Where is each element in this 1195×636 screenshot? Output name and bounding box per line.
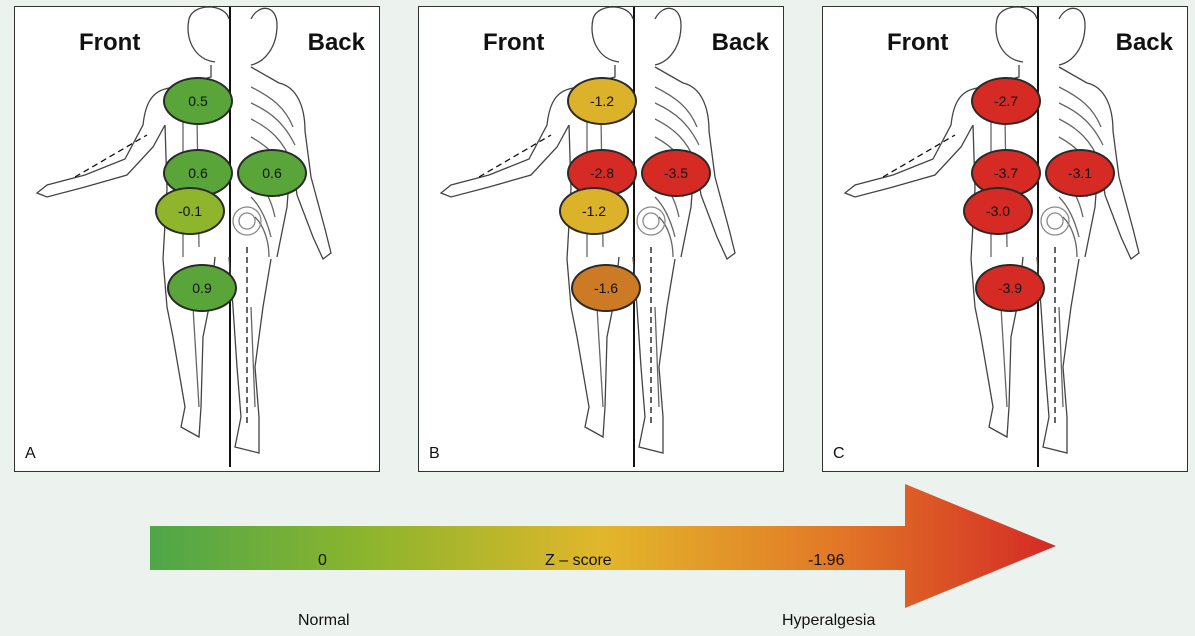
panel-a: Front Back 0.5 0.6 0.6 -0.1 0.9 A [14,6,380,472]
front-heading: Front [483,29,544,57]
site-front-shoulder: 0.5 [163,77,233,125]
site-back-upper: 0.6 [237,149,307,197]
body-outline-stroke [1059,103,1103,145]
body-outline-stroke [1001,307,1007,407]
normal-label: Normal [298,612,350,630]
body-outline-stroke [655,8,681,65]
site-front-abdomen: -0.1 [155,187,225,235]
body-outline-stroke [637,207,665,235]
back-heading: Back [308,29,365,57]
site-front-shoulder: -1.2 [567,77,637,125]
hyperalgesia-label: Hyperalgesia [782,612,875,630]
body-outline-stroke [251,87,293,127]
body-outline-stroke [643,213,659,229]
body-outline-stroke [883,135,955,177]
panel-letter: C [833,445,845,463]
body-outline-stroke [1047,213,1063,229]
body-outline-stroke [251,307,255,407]
scale-title-label: Z – score [545,552,612,570]
panel-b: Front Back -1.2 -2.8 -3.5 -1.2 -1.6 B [418,6,784,472]
body-outline-stroke [233,207,261,235]
body-outline-stroke [251,8,277,65]
body-outline-stroke [251,103,295,145]
body-outline-stroke [597,307,603,407]
front-heading: Front [887,29,948,57]
body-outline-stroke [239,213,255,229]
back-heading: Back [712,29,769,57]
body-outline-stroke [1059,307,1063,407]
body-outline-stroke [188,7,229,62]
site-front-abdomen: -3.0 [963,187,1033,235]
site-front-thigh: -3.9 [975,264,1045,312]
front-heading: Front [79,29,140,57]
body-outline-stroke [655,307,659,407]
z-score-scale-arrow [150,484,1060,608]
site-front-abdomen: -1.2 [559,187,629,235]
body-outline-stroke [592,7,633,62]
site-back-upper: -3.1 [1045,149,1115,197]
site-front-shoulder: -2.7 [971,77,1041,125]
body-outline-stroke [996,7,1037,62]
scale-arrow-shape [150,484,1056,608]
site-front-thigh: 0.9 [167,264,237,312]
panel-letter: A [25,445,36,463]
scale-cutoff-label: -1.96 [808,552,844,570]
site-back-upper: -3.5 [641,149,711,197]
back-heading: Back [1116,29,1173,57]
panel-letter: B [429,445,440,463]
body-outline-stroke [1059,8,1085,65]
scale-zero-label: 0 [318,552,327,570]
body-outline-stroke [193,307,199,407]
body-outline-stroke [75,135,147,177]
body-outline-stroke [655,87,697,127]
body-outline-stroke [479,135,551,177]
body-outline-stroke [1059,87,1101,127]
panel-c: Front Back -2.7 -3.7 -3.1 -3.0 -3.9 C [822,6,1188,472]
site-front-thigh: -1.6 [571,264,641,312]
body-outline-stroke [655,103,699,145]
body-outline-stroke [1041,207,1069,235]
